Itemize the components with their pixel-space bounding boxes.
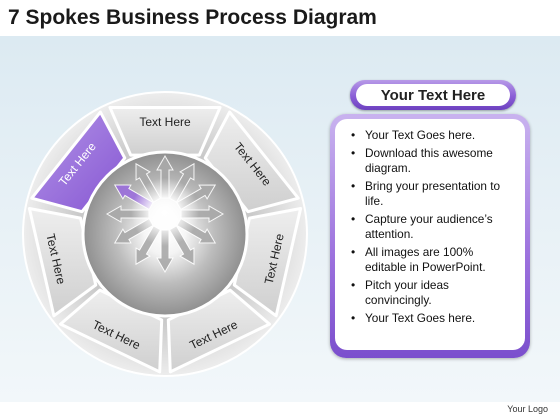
bullet-item: Download this awesome diagram.	[351, 146, 517, 177]
bullet-list: Your Text Goes here. Download this awesom…	[335, 119, 525, 326]
bullet-panel: Your Text Goes here. Download this awesom…	[330, 114, 530, 358]
bullet-item: Pitch your ideas convincingly.	[351, 278, 517, 309]
hub-glow	[131, 178, 199, 246]
panel-header: Your Text Here	[350, 80, 516, 110]
bullet-item: Bring your presentation to life.	[351, 179, 517, 210]
bullet-item: All images are 100% editable in PowerPoi…	[351, 245, 517, 276]
bullet-item: Your Text Goes here.	[351, 311, 517, 327]
bullet-item: Capture your audience’s attention.	[351, 212, 517, 243]
panel-header-text: Your Text Here	[356, 84, 510, 106]
bullet-panel-inner: Your Text Goes here. Download this awesom…	[335, 119, 525, 350]
bullet-item: Your Text Goes here.	[351, 128, 517, 144]
segment-label: Text Here	[139, 115, 191, 129]
segment	[232, 206, 303, 318]
page-title: 7 Spokes Business Process Diagram	[8, 6, 377, 29]
segment	[27, 206, 98, 318]
logo-text: Your Logo	[507, 404, 548, 414]
segment	[108, 105, 222, 157]
